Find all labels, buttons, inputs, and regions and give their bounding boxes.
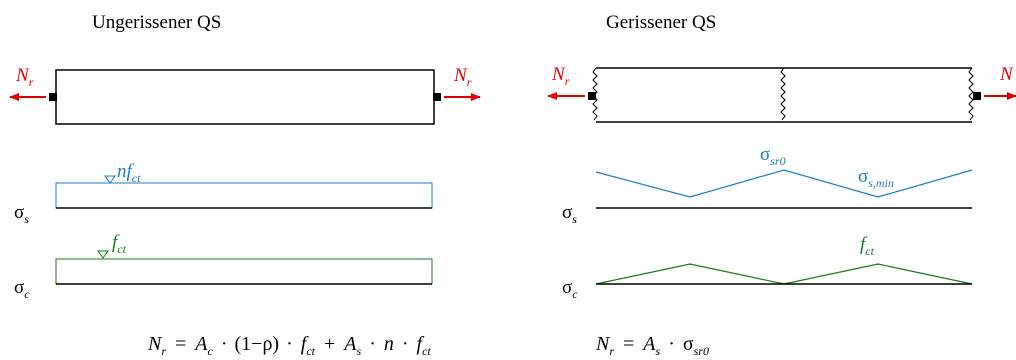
left-force-label-right: Nr xyxy=(453,65,472,89)
left-steel-level-marker xyxy=(104,175,116,184)
left-steel-stress-label: nfct xyxy=(117,161,141,185)
left-sigma-s-label: σs xyxy=(14,202,29,226)
left-concrete-level-marker xyxy=(97,250,109,259)
right-force-label-left: Nr xyxy=(551,64,570,88)
left-concrete-stress-label: fct xyxy=(112,232,127,256)
right-concrete-stress-curve xyxy=(595,263,973,285)
right-formula: Nr = As · σsr0 xyxy=(595,333,709,360)
right-crack-middle xyxy=(780,67,786,121)
right-min-label: σs,min xyxy=(858,166,894,190)
right-concrete-stress-label: fct xyxy=(860,234,875,258)
left-force-label-left: Nr xyxy=(15,65,34,89)
left-rebar-stub-left xyxy=(49,93,57,101)
right-rebar-stub-left xyxy=(588,92,596,100)
right-sigma-s-label: σs xyxy=(562,202,577,226)
right-sigma-c-label: σc xyxy=(562,277,578,301)
right-force-label-right: N xyxy=(999,64,1014,85)
left-concrete-stress-block xyxy=(55,258,433,285)
right-steel-stress-curve xyxy=(595,169,973,198)
right-rebar-stub-right xyxy=(973,92,981,100)
right-crack-right xyxy=(968,67,974,121)
right-title: Gerissener QS xyxy=(606,12,716,33)
left-formula: Nr = Ac · (1−ρ) · fct + As · n · fct xyxy=(147,333,431,360)
left-rebar-stub-right xyxy=(433,93,441,101)
left-title: Ungerissener QS xyxy=(92,12,221,33)
left-steel-stress-block xyxy=(55,182,433,209)
left-sigma-c-label: σc xyxy=(14,277,30,301)
left-specimen xyxy=(55,69,435,125)
right-peak-label: σsr0 xyxy=(760,144,786,168)
